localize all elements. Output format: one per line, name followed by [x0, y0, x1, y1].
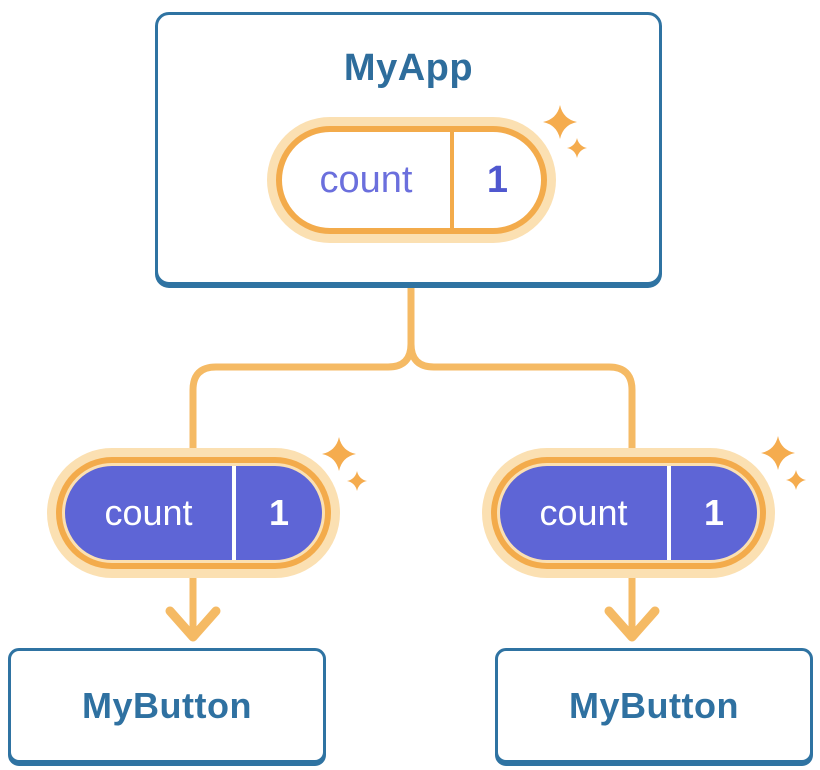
arrow-down-icon: [604, 606, 660, 642]
branch-right-line: [407, 282, 636, 462]
component-card-mybutton-right: MyButton: [495, 648, 813, 763]
state-label: count: [104, 492, 193, 533]
state-value: 1: [268, 492, 290, 533]
state-value: 1: [703, 492, 725, 533]
component-title: MyApp: [343, 47, 474, 89]
branch-left-line: [189, 282, 415, 462]
state-value: 1: [486, 158, 509, 201]
component-title: MyButton: [569, 684, 739, 726]
sparkle-icon: [761, 436, 806, 490]
component-card-mybutton-left: MyButton: [8, 648, 326, 763]
state-label: count: [539, 492, 628, 533]
sparkle-icon: [322, 437, 367, 491]
state-pill-child-right: count 1: [497, 463, 760, 563]
state-value-cell: 1: [450, 132, 541, 228]
state-pill-child-left: count 1: [62, 463, 325, 563]
state-label: count: [319, 158, 413, 201]
state-label-cell: count: [500, 466, 667, 560]
component-title: MyButton: [82, 684, 252, 726]
state-pill-parent: count 1: [276, 126, 547, 234]
state-value-cell: 1: [232, 466, 322, 560]
state-label-cell: count: [282, 132, 450, 228]
state-value-cell: 1: [667, 466, 757, 560]
arrow-down-icon: [165, 606, 221, 642]
state-label-cell: count: [65, 466, 232, 560]
sparkle-icon: [543, 105, 587, 158]
